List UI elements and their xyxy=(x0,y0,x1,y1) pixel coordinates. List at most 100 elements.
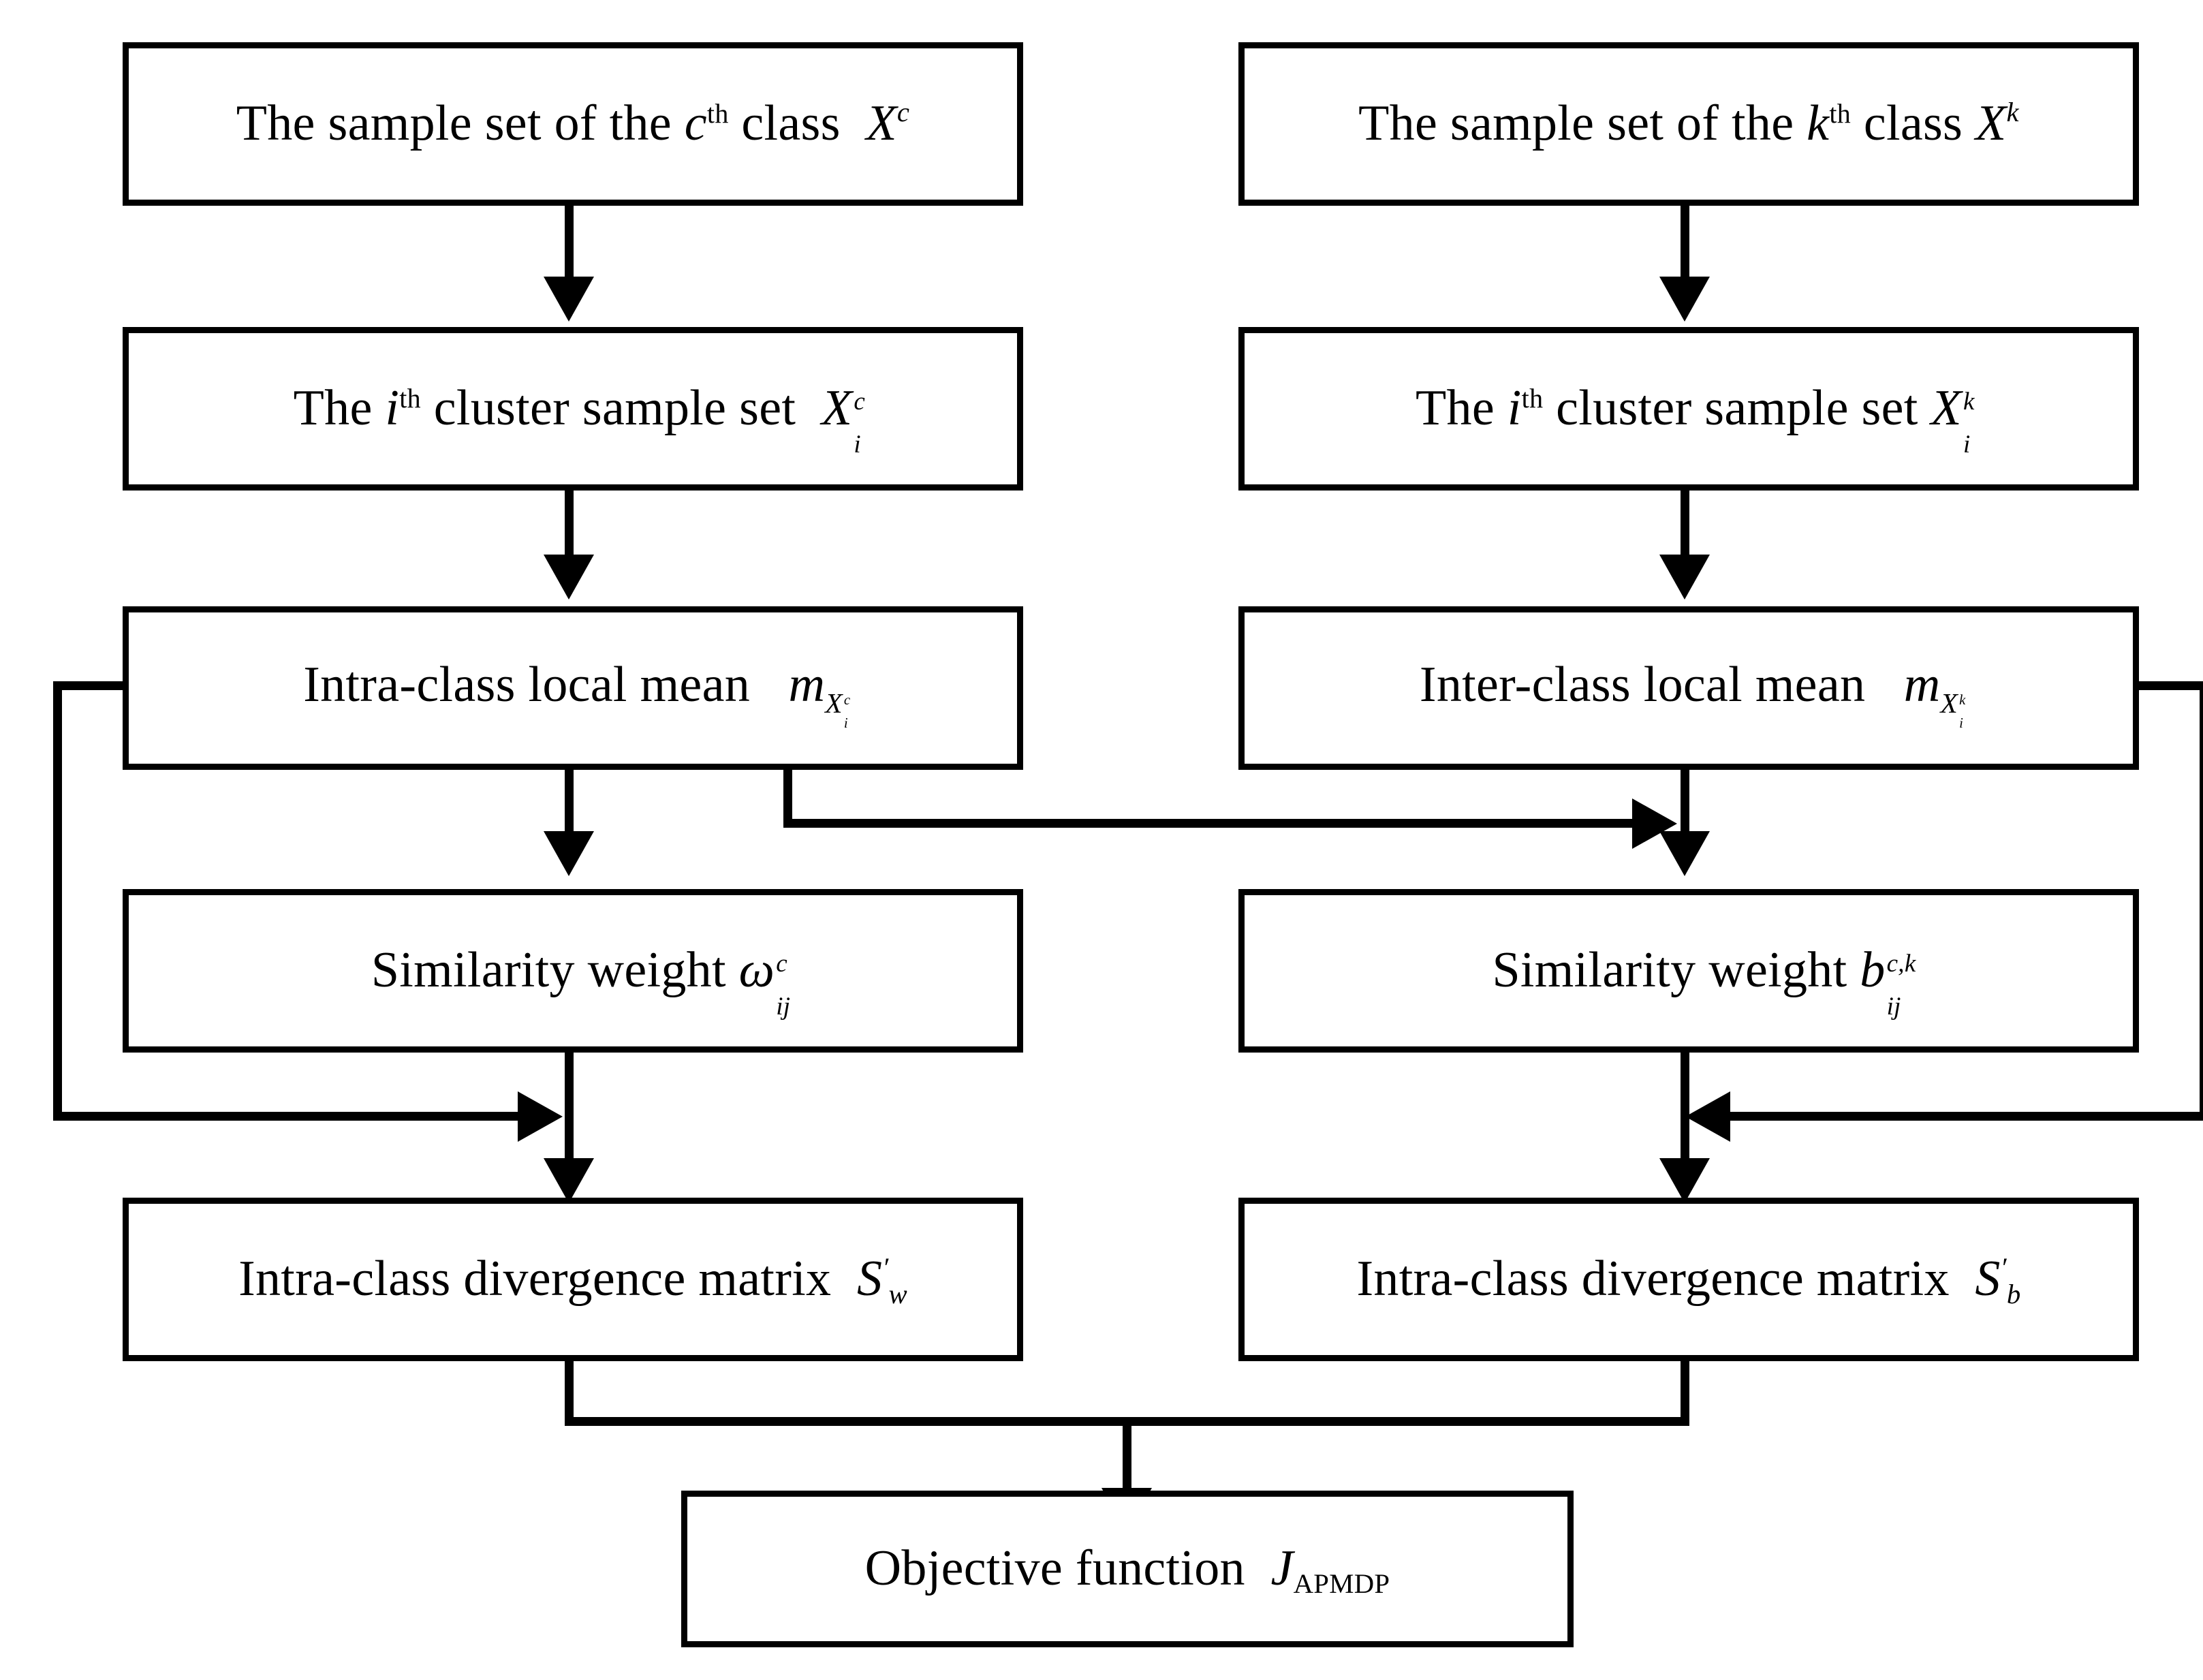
text-mid: class xyxy=(728,95,854,152)
text-mid: cluster sample set xyxy=(1543,380,1931,437)
node-right-divergence-matrix-label: Intra-class divergence matrix S′b xyxy=(1344,1251,2033,1310)
sym-omega-sub: ij xyxy=(776,993,791,1021)
feedback-left-bottom-horizontal xyxy=(53,1112,530,1121)
var-i: i xyxy=(385,380,400,437)
nest-X: X xyxy=(1940,687,1958,719)
sym-X: X xyxy=(1975,95,2007,152)
sym-m: m xyxy=(788,656,826,713)
sym-X: X xyxy=(821,380,853,437)
merge-left-stub xyxy=(565,1361,574,1426)
text-lead: Intra-class local mean xyxy=(303,656,763,713)
node-left-sample-set-label: The sample set of the cth class Xc xyxy=(224,97,922,151)
node-left-sample-set[interactable]: The sample set of the cth class Xc xyxy=(123,42,1023,206)
sym-S-prime: ′ xyxy=(2000,1252,2007,1284)
edge-left-mean-to-weight-line xyxy=(565,770,574,835)
text-lead: Similarity weight xyxy=(1492,942,1860,999)
sym-J: J xyxy=(1270,1540,1294,1597)
var-k: k xyxy=(1807,95,1830,152)
ordinal-th: th xyxy=(1829,98,1852,129)
feedback-left-top-horizontal xyxy=(53,681,128,690)
text-lead: The sample set of the xyxy=(236,95,685,152)
feedback-right-top-horizontal xyxy=(2134,681,2203,690)
edge-left-cluster-to-mean-arrowhead xyxy=(544,555,594,600)
text-lead: Similarity weight xyxy=(371,942,739,999)
edge-right-weight-to-divergence-arrowhead xyxy=(1659,1158,1710,1203)
edge-left-samples-to-cluster-line xyxy=(565,206,574,281)
node-objective-function[interactable]: Objective function JAPMDP xyxy=(681,1491,1574,1647)
sym-X-sup: c xyxy=(896,97,910,128)
edge-left-cluster-to-mean-line xyxy=(565,491,574,559)
nest-X-sub: i xyxy=(1959,716,1964,732)
text-mid: class xyxy=(1851,95,1975,152)
sym-b-sub: ij xyxy=(1886,993,1901,1021)
feedback-left-vertical xyxy=(53,681,62,1121)
var-c: c xyxy=(684,95,707,152)
sym-X-sup: k xyxy=(2006,97,2019,128)
sym-omega: ω xyxy=(738,942,775,999)
feedback-right-arrowhead xyxy=(1685,1091,1730,1142)
feedback-right-vertical xyxy=(2200,681,2203,1121)
text-lead: Inter-class local mean xyxy=(1419,656,1879,713)
sym-b: b xyxy=(1860,942,1886,999)
text-lead: Intra-class divergence matrix xyxy=(1356,1251,1963,1307)
ordinal-th: th xyxy=(1521,383,1544,414)
merge-right-stub xyxy=(1681,1361,1689,1426)
sym-J-sub: APMDP xyxy=(1293,1568,1390,1600)
feedback-right-bottom-horizontal xyxy=(1730,1112,2203,1121)
edge-right-cluster-to-mean-arrowhead xyxy=(1659,555,1710,600)
sym-X: X xyxy=(1931,380,1962,437)
edge-right-samples-to-cluster-line xyxy=(1681,206,1689,281)
merge-down-line xyxy=(1123,1417,1131,1492)
node-right-sample-set[interactable]: The sample set of the kth class Xk xyxy=(1238,42,2139,206)
sym-omega-sup: c xyxy=(776,950,787,978)
nest-X: X xyxy=(825,687,843,719)
sym-S: S xyxy=(1975,1251,2001,1307)
text-mid: cluster sample set xyxy=(420,380,809,437)
edge-cross-mean-arrowhead xyxy=(1632,798,1677,849)
edge-left-weight-to-divergence-arrowhead xyxy=(544,1158,594,1203)
sym-S-prime: ′ xyxy=(882,1252,889,1284)
nest-X-sub: i xyxy=(843,716,848,732)
text-lead: The xyxy=(293,380,386,437)
node-left-divergence-matrix[interactable]: Intra-class divergence matrix S′w xyxy=(123,1198,1023,1361)
sym-X-sub: i xyxy=(1963,431,1971,459)
node-objective-function-label: Objective function JAPMDP xyxy=(853,1540,1403,1600)
text-lead: Objective function xyxy=(864,1540,1258,1597)
edge-right-samples-to-cluster-arrowhead xyxy=(1659,277,1710,322)
sym-X: X xyxy=(866,95,897,152)
nest-X-sup: k xyxy=(1959,692,1966,708)
ordinal-th: th xyxy=(399,383,421,414)
node-right-divergence-matrix[interactable]: Intra-class divergence matrix S′b xyxy=(1238,1198,2139,1361)
edge-left-mean-to-weight-arrowhead xyxy=(544,831,594,876)
sym-S-sub: w xyxy=(888,1279,907,1310)
edge-left-samples-to-cluster-arrowhead xyxy=(544,277,594,322)
edge-right-mean-to-weight-line xyxy=(1681,770,1689,835)
sym-S: S xyxy=(856,1251,883,1307)
edge-cross-mean-vertical-stub xyxy=(783,770,792,828)
sym-S-sub: b xyxy=(2006,1279,2021,1310)
ordinal-th: th xyxy=(706,98,729,129)
node-left-divergence-matrix-label: Intra-class divergence matrix S′w xyxy=(226,1251,920,1310)
node-right-sample-set-label: The sample set of the kth class Xk xyxy=(1346,97,2031,151)
nest-X-sup: c xyxy=(843,692,851,708)
sym-X-sup: c xyxy=(854,388,866,416)
edge-right-cluster-to-mean-line xyxy=(1681,491,1689,559)
text-lead: Intra-class divergence matrix xyxy=(238,1251,845,1307)
var-i: i xyxy=(1507,380,1522,437)
sym-b-sup: c,k xyxy=(1886,950,1916,978)
text-lead: The sample set of the xyxy=(1358,95,1807,152)
